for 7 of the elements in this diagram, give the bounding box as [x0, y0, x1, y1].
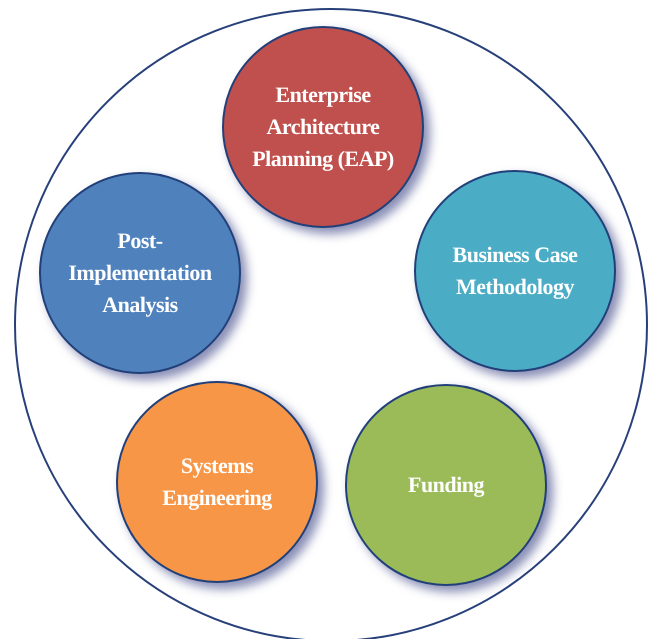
- circle-label: Post-Implementation Analysis: [67, 227, 213, 319]
- colored-circle: [345, 384, 547, 586]
- circle-label: Funding: [407, 471, 486, 499]
- circle-label: Enterprise Architecture Planning (EAP): [251, 81, 395, 173]
- circle-label: Business Case Methodology: [452, 241, 578, 301]
- circle-label: Systems Engineering: [161, 452, 273, 512]
- colored-circle: [116, 381, 318, 583]
